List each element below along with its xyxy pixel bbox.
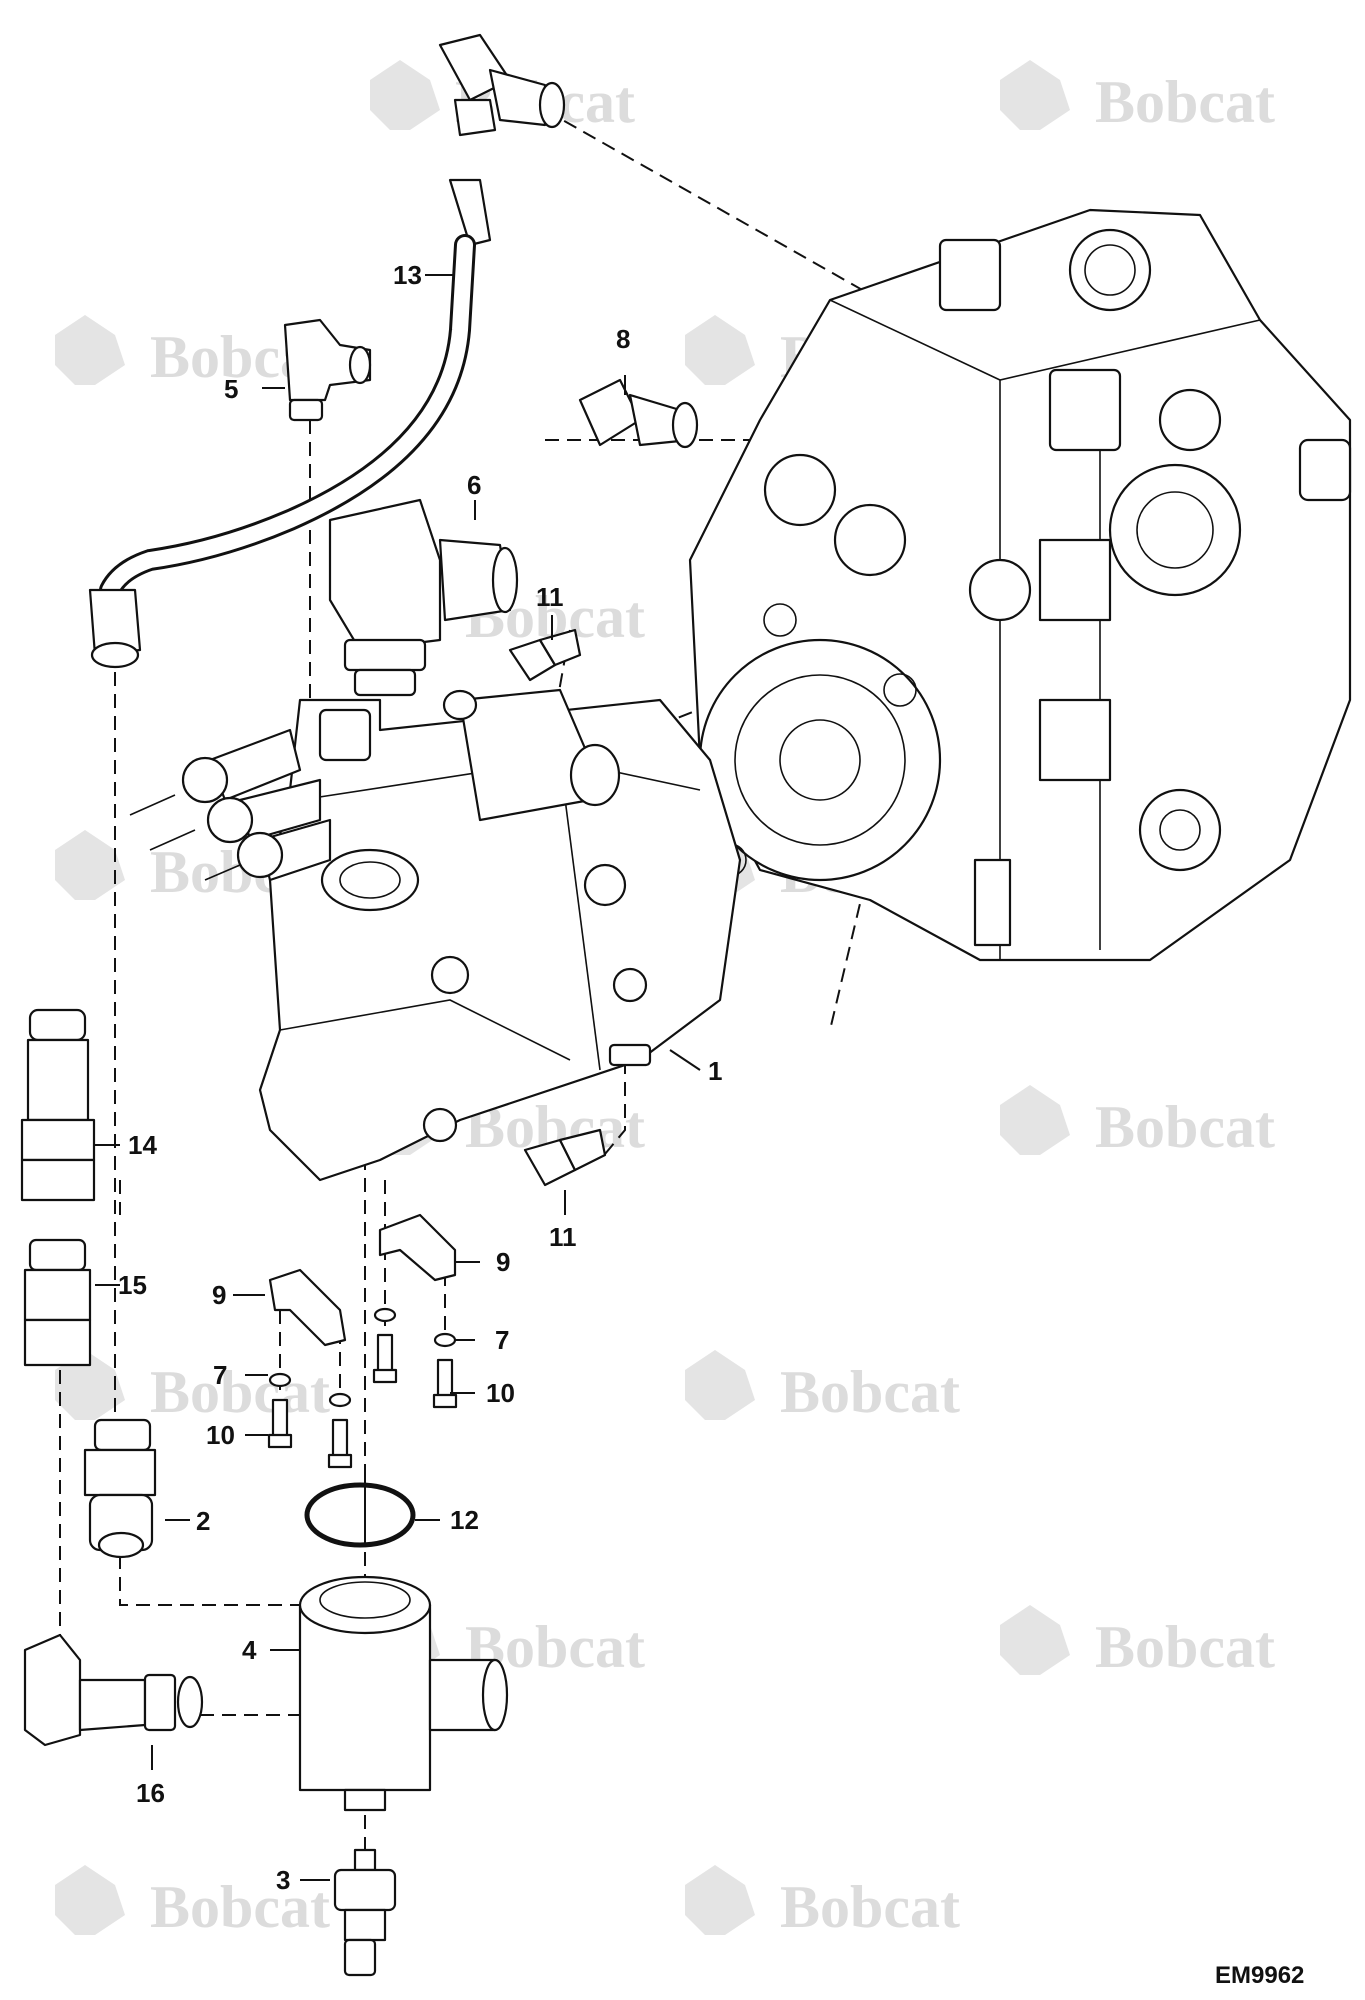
filter-housing <box>298 1575 509 1812</box>
charge-pump-housing <box>129 688 742 1182</box>
cap-screw <box>327 1418 353 1469</box>
lock-washer <box>328 1392 352 1408</box>
svg-text:Bobcat: Bobcat <box>1095 69 1275 135</box>
callout-7b: 7 <box>495 1325 509 1355</box>
callout-5: 5 <box>224 374 238 404</box>
swivel-elbow-fitting <box>438 33 566 137</box>
pressure-block-fitting <box>328 498 519 697</box>
callout-13: 13 <box>393 260 422 290</box>
watermark: Bobcat <box>685 1865 960 1940</box>
watermark: Bobcat <box>1000 1085 1275 1160</box>
straight-fitting <box>83 1418 157 1559</box>
callout-12: 12 <box>450 1505 479 1535</box>
svg-text:Bobcat: Bobcat <box>150 1874 330 1940</box>
elbow-adapter <box>23 1633 204 1747</box>
callout-2: 2 <box>196 1506 210 1536</box>
callout-4: 4 <box>242 1635 257 1665</box>
pressure-switch <box>333 1848 397 1977</box>
callout-6: 6 <box>467 470 481 500</box>
lock-washer <box>268 1372 292 1388</box>
cap-screw <box>267 1398 293 1449</box>
watermark: Bobcat <box>55 1350 330 1425</box>
straight-adapter <box>578 378 699 449</box>
callout-15: 15 <box>118 1270 147 1300</box>
o-ring <box>304 1482 416 1548</box>
flange-bolt-lower <box>523 1128 607 1187</box>
flange-clamp-half <box>268 1268 347 1347</box>
callout-8: 8 <box>616 324 630 354</box>
callout-7a: 7 <box>213 1360 227 1390</box>
callout-10b: 10 <box>486 1378 515 1408</box>
watermark: Bobcat <box>685 1350 960 1425</box>
svg-text:Bobcat: Bobcat <box>1095 1094 1275 1160</box>
callout-14: 14 <box>128 1130 157 1160</box>
callout-10a: 10 <box>206 1420 235 1450</box>
flange-bolt-upper <box>508 628 582 682</box>
cap-screw <box>372 1333 398 1384</box>
svg-text:Bobcat: Bobcat <box>150 1359 330 1425</box>
hydrostatic-pump-assembly <box>688 208 1352 962</box>
quick-coupler <box>20 1008 96 1202</box>
cap-screw <box>432 1358 458 1409</box>
tube-line <box>88 178 492 669</box>
svg-text:Bobcat: Bobcat <box>1095 1614 1275 1680</box>
watermark: Bobcat <box>1000 1605 1275 1680</box>
callout-11a: 11 <box>536 582 564 612</box>
watermark: Bobcat <box>55 1865 330 1940</box>
callout-9a: 9 <box>212 1280 226 1310</box>
callout-11b: 11 <box>549 1222 577 1252</box>
callout-3: 3 <box>276 1865 290 1895</box>
svg-text:Bobcat: Bobcat <box>780 1359 960 1425</box>
callout-1: 1 <box>708 1056 722 1086</box>
callouts: 1 2 3 4 5 6 7 7 8 9 9 10 10 11 11 12 13 … <box>118 260 722 1895</box>
svg-text:Bobcat: Bobcat <box>780 1874 960 1940</box>
figure-id: EM9962 <box>1215 1962 1304 1989</box>
callout-9b: 9 <box>496 1247 510 1277</box>
elbow-fitting <box>283 318 372 422</box>
lock-washer <box>373 1307 397 1323</box>
callout-16: 16 <box>136 1778 165 1808</box>
watermark: Bobcat <box>1000 60 1275 135</box>
lock-washer <box>433 1332 457 1348</box>
flange-clamp-half <box>378 1213 457 1282</box>
coupler-adapter <box>23 1238 92 1367</box>
leader-lines <box>95 274 701 1881</box>
